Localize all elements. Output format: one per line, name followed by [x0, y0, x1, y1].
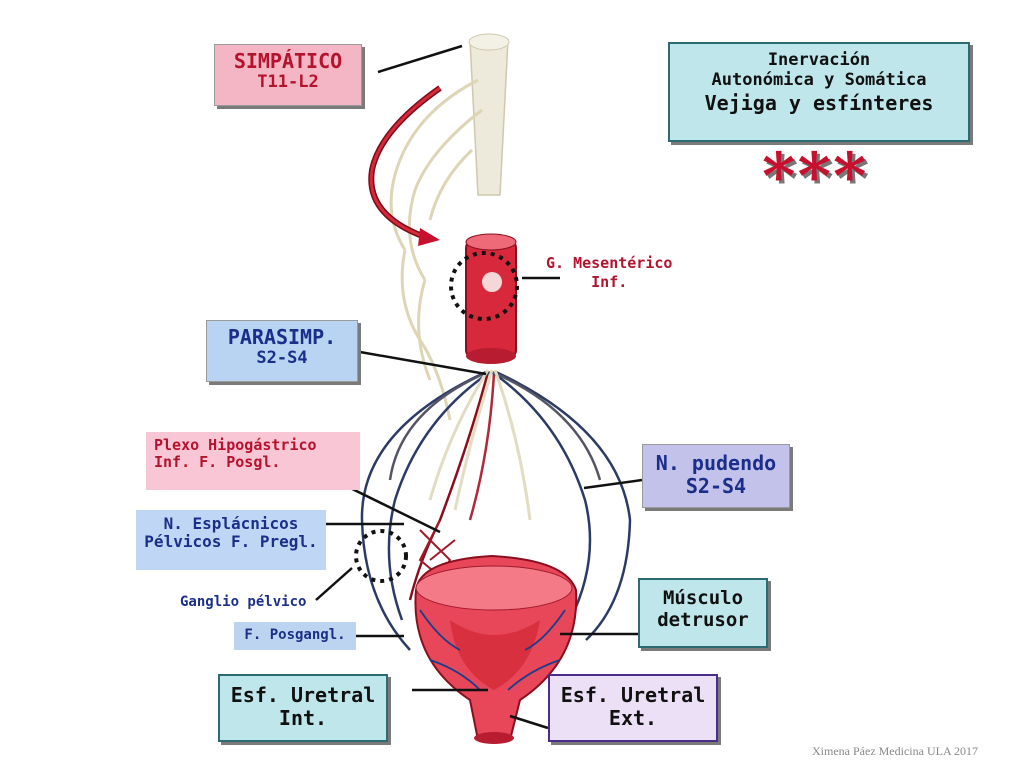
sacral-bundle	[428, 369, 532, 521]
esf-ext-line-2: Ext.	[608, 706, 658, 730]
esf-ext-line-1: Esf. Uretral	[560, 683, 706, 707]
parasimp-name: PARASIMP.	[227, 325, 337, 349]
hypogastric-nerves	[360, 370, 632, 651]
spinal-cord	[468, 33, 510, 196]
label-parasimp: PARASIMP. S2-S4	[206, 320, 358, 382]
sympathetic-pathway	[368, 85, 442, 246]
esf-int-line-2: Int.	[278, 706, 328, 730]
label-detrusor: Músculo detrusor	[638, 578, 768, 648]
leader-lines	[315, 44, 643, 730]
pelvic-ganglion-marker	[354, 529, 408, 583]
pudendo-name: N. pudendo	[655, 451, 777, 475]
title-line-2: Autonómica y Somática	[711, 69, 927, 90]
label-esf-uretral-ext: Esf. Uretral Ext.	[548, 674, 718, 742]
parasimp-levels: S2-S4	[256, 348, 308, 368]
label-pudendo: N. pudendo S2-S4	[642, 444, 790, 508]
plexo-line-1: Plexo Hipogástrico	[154, 436, 317, 454]
stars-mark: ***	[762, 139, 869, 214]
pudendo-levels: S2-S4	[685, 474, 747, 498]
label-mesenterico: G. Mesentérico Inf.	[546, 254, 672, 292]
detrusor-line-2: detrusor	[657, 608, 749, 631]
label-plexo: Plexo Hipogástrico Inf. F. Posgl.	[146, 432, 360, 490]
bladder	[414, 554, 578, 744]
bladder-nerve-fibers	[419, 609, 566, 691]
esplacnicos-line-1: N. Esplácnicos	[163, 514, 299, 533]
title-line-1: Inervación	[767, 50, 871, 70]
label-posgangl: F. Posgangl.	[234, 622, 356, 650]
simpatico-name: SIMPÁTICO	[233, 49, 343, 73]
title-box: Inervación Autonómica y Somática Vejiga …	[668, 42, 970, 142]
label-esplacnicos: N. Esplácnicos Pélvicos F. Pregl.	[136, 510, 326, 570]
credit-text: Ximena Páez Medicina ULA 2017	[812, 744, 978, 758]
title-line-3: Vejiga y esfínteres	[704, 91, 934, 116]
simpatico-levels: T11-L2	[257, 72, 319, 92]
detrusor-line-1: Músculo	[662, 587, 744, 609]
esf-int-line-1: Esf. Uretral	[230, 683, 376, 707]
plexo-line-2: Inf. F. Posgl.	[154, 453, 281, 472]
mesenteric-ganglion	[449, 233, 519, 364]
label-simpatico: SIMPÁTICO T11-L2	[214, 44, 362, 106]
label-ganglio: Ganglio pélvico	[180, 594, 307, 610]
mesenterico-line-2: Inf.	[591, 272, 628, 291]
label-esf-uretral-int: Esf. Uretral Int.	[218, 674, 388, 742]
esplacnicos-line-2: Pélvicos F. Pregl.	[144, 532, 318, 552]
mesenterico-line-1: G. Mesentérico	[546, 254, 673, 272]
